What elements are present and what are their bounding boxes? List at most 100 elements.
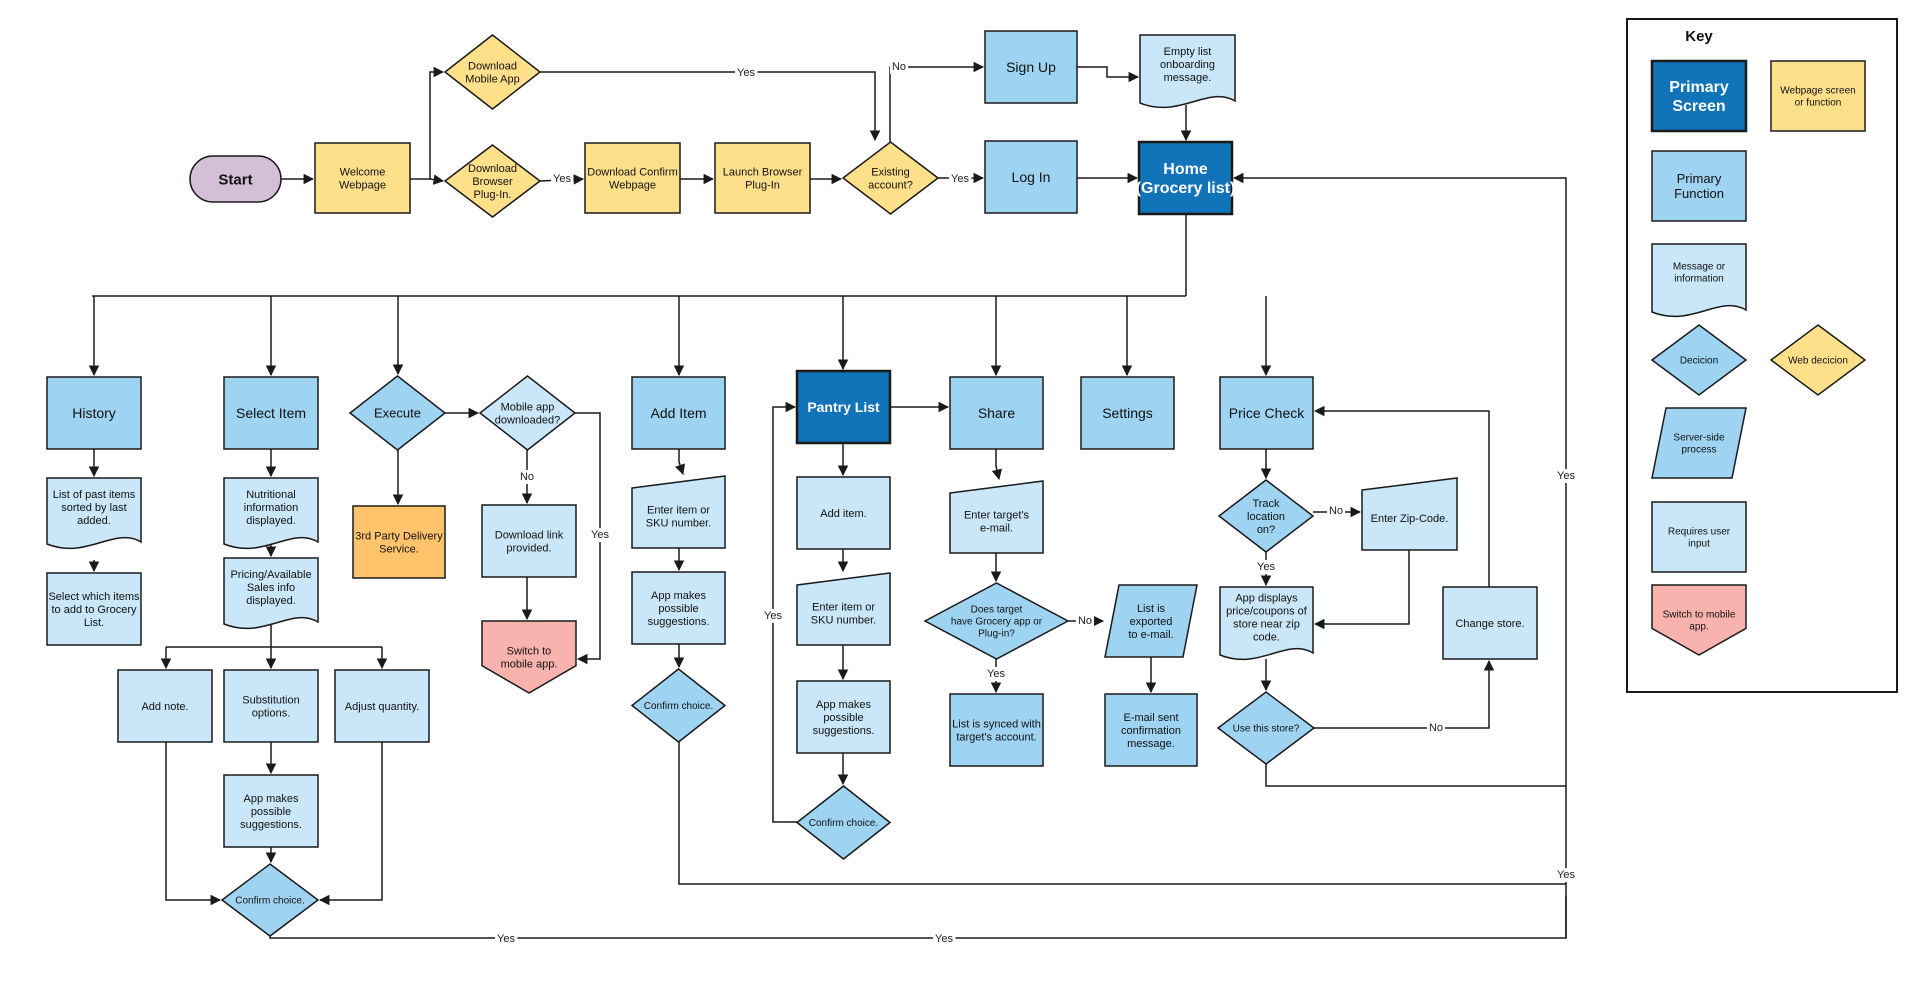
add-note-input: Add note. xyxy=(117,669,213,743)
settings-node: Settings xyxy=(1080,376,1175,450)
key-title: Key xyxy=(1685,28,1713,45)
log-in-node: Log In xyxy=(984,140,1078,214)
confirm-3-decision: Confirm choice. xyxy=(795,785,892,860)
pricing-message-shape xyxy=(223,557,319,630)
edge-return-home xyxy=(1232,172,1567,938)
price-check-node-shape xyxy=(1219,376,1314,450)
app-displays-message-shape xyxy=(1219,586,1314,661)
email-sent-message-shape xyxy=(1104,693,1198,767)
label-no-use: No xyxy=(1429,722,1443,734)
pantry-add-input-shape xyxy=(796,476,891,550)
settings-node-shape xyxy=(1080,376,1175,450)
mobile-downloaded-decision-shape xyxy=(478,375,577,451)
edge-additem-to-enter xyxy=(675,449,685,475)
key-webpage-shape xyxy=(1770,60,1866,132)
execute-decision-shape xyxy=(348,375,447,451)
log-in-node-shape xyxy=(984,140,1078,214)
label-yes-return: Yes xyxy=(1557,470,1575,482)
edge-mobile-to-existing xyxy=(540,71,881,142)
label-yes-existing-bg xyxy=(949,172,972,186)
label-no-mobile-bg xyxy=(517,470,537,484)
share-node-label: Share xyxy=(978,405,1016,421)
label-yes-bottom-bg xyxy=(1555,868,1578,882)
start-node: Start xyxy=(189,155,282,203)
welcome-webpage-shape xyxy=(314,142,411,214)
history-node: History xyxy=(46,376,142,450)
label-yes-target-bg xyxy=(985,667,1008,681)
key-server-shape xyxy=(1651,407,1747,479)
add-item-node-label: Add Item xyxy=(650,405,706,421)
log-in-node-label: Log In xyxy=(1012,169,1051,185)
key-message-shape xyxy=(1651,243,1747,318)
label-yes-bottom: Yes xyxy=(1557,869,1575,881)
past-items-message-shape xyxy=(46,477,142,550)
edge-adjust-to-confirm1 xyxy=(318,742,383,906)
label-yes-plugin: Yes xyxy=(553,173,571,185)
home-screen-label: Home(Grocery list) xyxy=(1136,161,1236,197)
key-web-decision-label: Web decicion xyxy=(1788,356,1848,367)
price-check-node-label: Price Check xyxy=(1229,405,1305,421)
existing-account-decision-shape xyxy=(841,141,940,215)
enter-item-1-input-shape xyxy=(631,475,726,549)
pantry-list-screen: Pantry List xyxy=(795,369,892,445)
label-yes-mobile: Yes xyxy=(737,67,755,79)
use-store-decision: Use this store? xyxy=(1216,691,1316,765)
execute-decision-label: Execute xyxy=(374,406,421,421)
enter-zip-input-shape xyxy=(1361,477,1458,551)
enter-zip-input: Enter Zip-Code. xyxy=(1361,477,1458,551)
label-yes-track-bg xyxy=(1255,560,1278,574)
edge-change-to-price xyxy=(1313,405,1490,587)
edge-signup-to-empty xyxy=(1077,66,1140,83)
history-node-label: History xyxy=(72,405,116,421)
key-user-input-shape xyxy=(1651,501,1747,573)
select-item-node-shape xyxy=(223,376,319,450)
key-decision-shape xyxy=(1650,324,1748,396)
edge-addnote-to-confirm1 xyxy=(165,742,222,906)
sign-up-node-label: Sign Up xyxy=(1006,59,1056,75)
confirm-1-decision-label: Confirm choice. xyxy=(235,896,304,907)
pantry-add-input: Add item. xyxy=(796,476,891,550)
label-yes-plugin-bg xyxy=(551,172,574,186)
suggestions-2-server-shape xyxy=(631,571,726,645)
home-screen-shape xyxy=(1137,140,1234,216)
enter-zip-input-label: Enter Zip-Code. xyxy=(1371,513,1449,525)
history-node-shape xyxy=(46,376,142,450)
label-no-target: No xyxy=(1078,615,1092,627)
key-decision-label: Decicion xyxy=(1680,356,1718,367)
download-mobile-decision-shape xyxy=(443,34,542,110)
edge-to-download-mobile xyxy=(429,66,445,179)
change-store-input-label: Change store. xyxy=(1455,618,1524,630)
download-confirm-webpage-shape xyxy=(584,142,681,214)
